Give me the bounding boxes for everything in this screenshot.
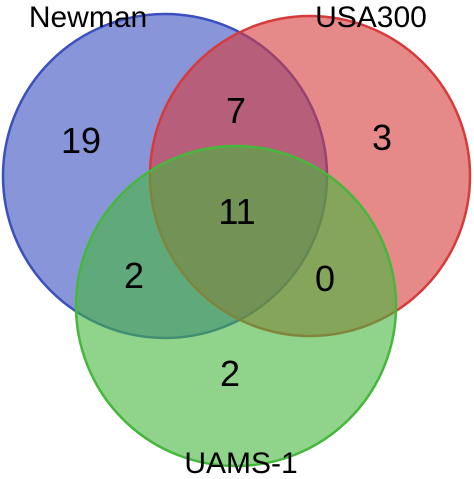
uams1-label: UAMS-1 [184,447,297,479]
uams1-circle [74,144,398,468]
uams1-only-count: 2 [220,353,240,394]
newman-only-count: 19 [61,120,101,161]
newman-uams1-count: 2 [124,255,144,296]
usa300-label: USA300 [315,1,427,34]
newman-label: Newman [29,1,147,34]
usa300-uams1-count: 0 [315,258,335,299]
all-three-count: 11 [218,191,255,232]
newman-usa300-count: 7 [226,90,246,131]
usa300-only-count: 3 [372,117,392,158]
